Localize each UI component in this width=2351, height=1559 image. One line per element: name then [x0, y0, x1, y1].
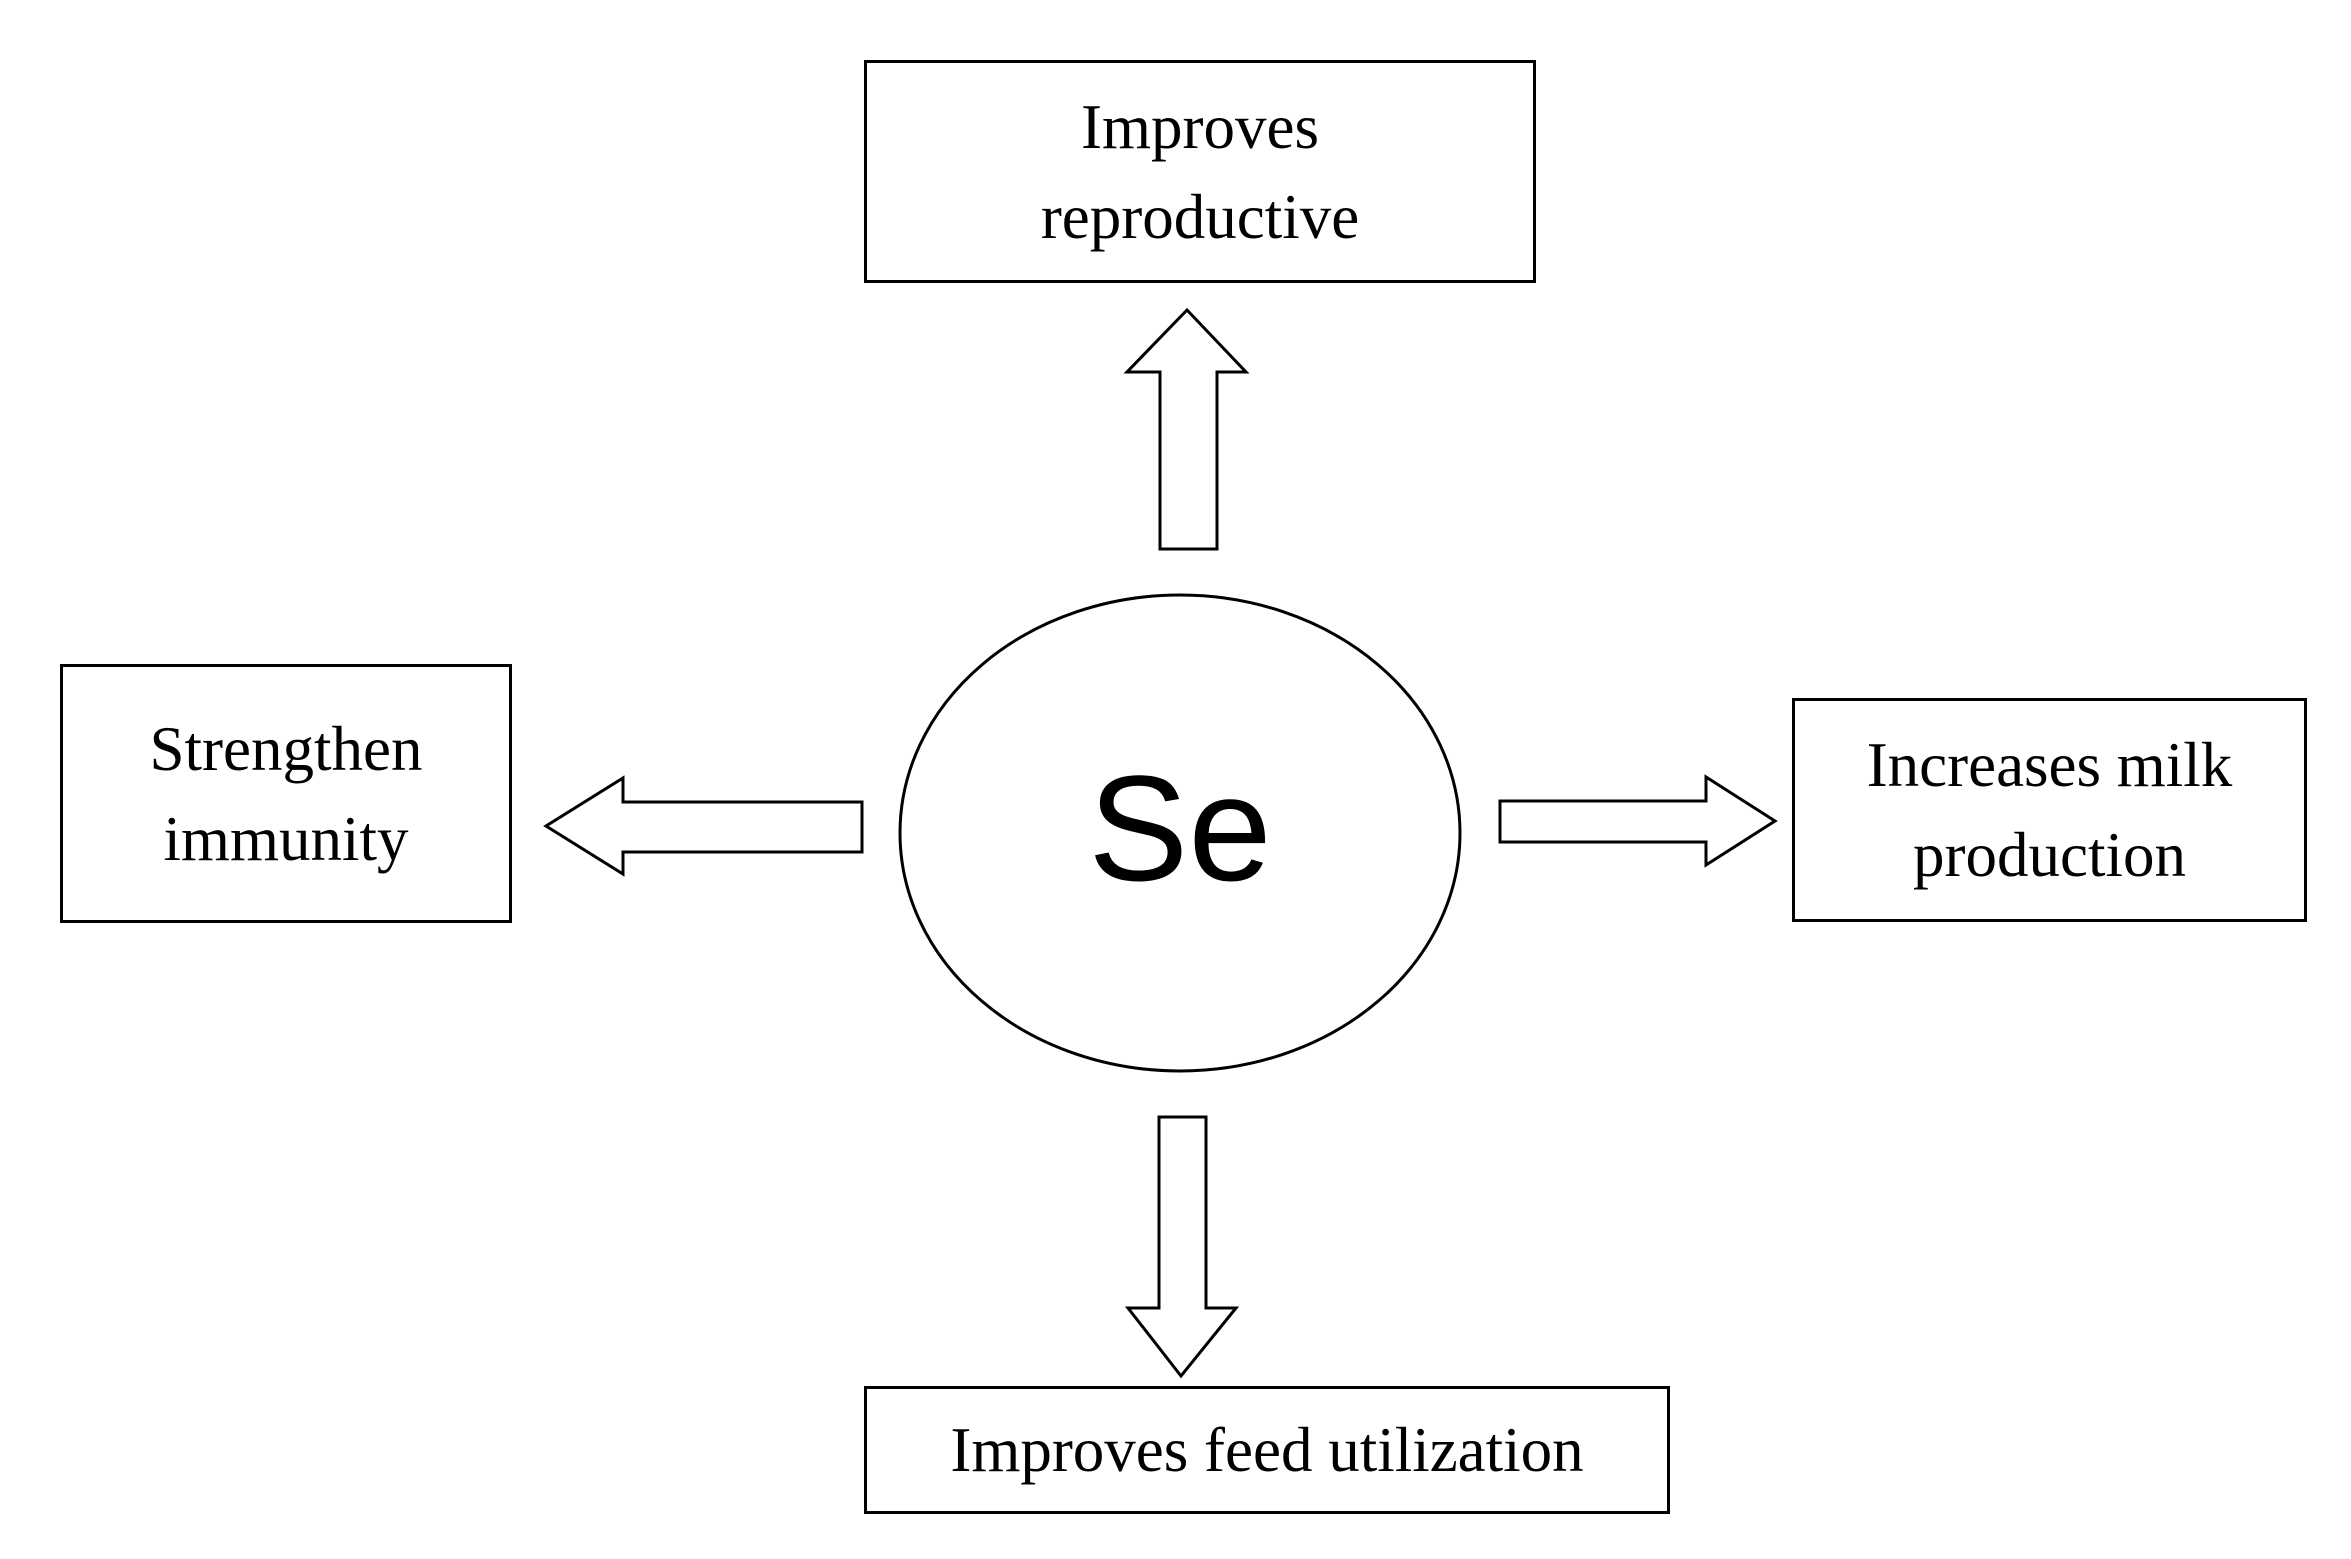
center-label-text: Se [1088, 744, 1272, 912]
effect-box-milk-production: Increases milk production [1792, 698, 2307, 922]
effect-text-line: reproductive [1040, 181, 1360, 252]
effect-box-feed-utilization: Improves feed utilization [864, 1386, 1670, 1514]
effect-box-immunity: Strengthen immunity [60, 664, 512, 923]
arrow-left [543, 775, 864, 877]
effect-text-line: production [1913, 820, 2186, 890]
effect-text-line: Strengthen [149, 713, 423, 784]
effect-text-line: Increases milk [1866, 730, 2233, 800]
effect-text-line: immunity [163, 803, 409, 874]
effect-text-line: Improves feed utilization [950, 1415, 1584, 1485]
effect-box-reproductive: Improves reproductive [864, 60, 1536, 283]
center-ellipse [898, 593, 1462, 1073]
arrow-right [1498, 774, 1778, 868]
effect-text-line: Improves [1081, 91, 1319, 162]
arrow-down [1124, 1115, 1240, 1379]
arrow-up [1123, 307, 1250, 551]
selenium-label: Se [900, 718, 1460, 938]
